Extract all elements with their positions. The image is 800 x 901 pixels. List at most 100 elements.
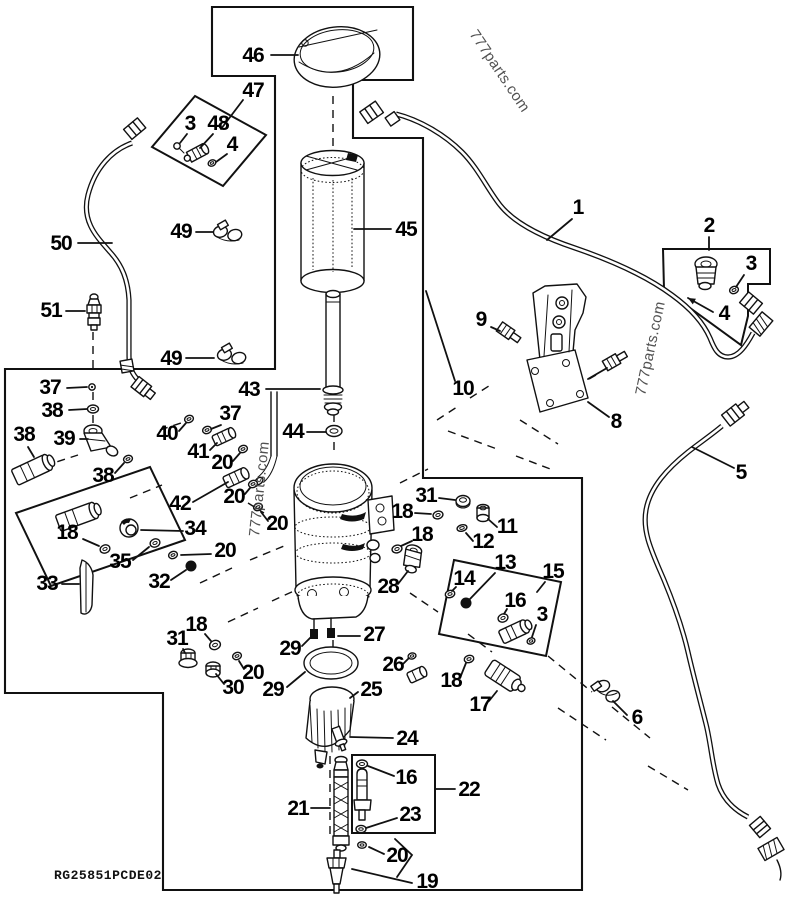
- part-38-barrel-kit: [55, 501, 102, 532]
- leader-line-38: [68, 408, 88, 411]
- callout-number-21: 21: [287, 797, 310, 820]
- drawing-reference-code: RG25851PCDE02: [54, 868, 162, 883]
- diagram-border-outline: [3, 5, 584, 892]
- callout-number-4: 4: [227, 133, 239, 156]
- callout-number-18: 18: [411, 523, 434, 546]
- leader-line-8: [587, 401, 610, 418]
- part-9-bolt: [495, 321, 522, 344]
- part-37-pin: [88, 383, 96, 391]
- filter-head-assembly: [254, 391, 395, 639]
- part-19-bleed-valve: [326, 849, 347, 894]
- leader-line-11: [487, 518, 498, 528]
- callout-number-29: 29: [262, 678, 284, 701]
- part-29-oring-large: [303, 646, 359, 680]
- callout-number-20: 20: [223, 485, 245, 508]
- part-20-oring-a: [237, 444, 249, 454]
- part-39-elbow: [83, 424, 119, 457]
- leader-line-18: [204, 633, 212, 642]
- part-20-oring-b: [247, 479, 259, 489]
- leader-line-4: [215, 153, 228, 163]
- leader-line-20: [180, 553, 212, 556]
- part-6-hose-clamp: [590, 679, 621, 703]
- callout-number-20: 20: [386, 844, 408, 867]
- watermark-text-0: 777parts.com: [466, 27, 534, 116]
- part-18-oring-c: [432, 510, 444, 520]
- callout-number-26: 26: [382, 653, 404, 676]
- callout-number-3: 3: [537, 603, 548, 626]
- part-31-nut-left: [178, 648, 198, 669]
- callout-number-41: 41: [187, 440, 210, 463]
- leader-line-31: [182, 648, 186, 654]
- callout-number-30: 30: [222, 676, 244, 699]
- callout-number-43: 43: [238, 378, 260, 401]
- leader-line-25: [349, 691, 359, 699]
- part-3-oring-kit15: [526, 637, 536, 645]
- callout-number-44: 44: [282, 420, 305, 443]
- part-49-clamp-lower: [216, 342, 247, 365]
- callout-number-13: 13: [494, 551, 516, 574]
- leader-line-18: [400, 540, 413, 547]
- callout-number-18: 18: [56, 521, 79, 544]
- part-38-barrel-left: [11, 453, 56, 486]
- callout-number-23: 23: [399, 803, 421, 826]
- part-18-oring-kit: [99, 544, 111, 554]
- leader-line-1: [546, 218, 573, 241]
- part-20-oring-c: [252, 502, 264, 512]
- callout-number-31: 31: [166, 627, 189, 650]
- callout-number-40: 40: [156, 422, 178, 445]
- leader-line-18: [82, 538, 100, 547]
- leader-line-35: [132, 546, 150, 561]
- part-20-oring-f: [357, 841, 368, 849]
- part-51-fitting: [86, 293, 102, 331]
- leader-line-6: [612, 700, 628, 716]
- callout-number-38: 38: [41, 399, 64, 422]
- callout-number-18: 18: [391, 500, 414, 523]
- callout-number-20: 20: [214, 539, 236, 562]
- leader-line-12: [465, 532, 474, 542]
- leader-arrowhead: [688, 298, 696, 305]
- leader-line-9: [490, 326, 501, 332]
- callout-number-50: 50: [50, 232, 72, 255]
- callout-number-14: 14: [453, 567, 476, 590]
- callout-number-29: 29: [279, 637, 301, 660]
- callout-number-38: 38: [13, 423, 36, 446]
- leader-line-17: [488, 690, 498, 702]
- part-30-nut: [205, 661, 221, 678]
- callout-number-10: 10: [452, 377, 474, 400]
- callout-number-3: 3: [185, 112, 196, 135]
- part-3-oring-right: [728, 285, 740, 295]
- part-35-oring: [149, 538, 161, 548]
- callout-number-31: 31: [415, 484, 438, 507]
- bracket-bolt: [601, 350, 629, 372]
- callout-number-27: 27: [363, 623, 385, 646]
- part-20-oring-e: [231, 651, 243, 661]
- callout-number-37: 37: [219, 402, 241, 425]
- part-28-elbow: [402, 544, 423, 574]
- callout-number-20: 20: [242, 661, 264, 684]
- callout-number-48: 48: [207, 112, 230, 135]
- leader-line-19: [351, 868, 413, 884]
- callout-number-37: 37: [39, 376, 61, 399]
- part-4-oring-kit47: [207, 159, 217, 167]
- part-17-sender: [484, 659, 526, 693]
- leader-line-23: [365, 817, 398, 829]
- callout-number-33: 33: [36, 572, 58, 595]
- part-31-grommet: [455, 494, 471, 509]
- kit-box-22: [351, 754, 436, 834]
- callout-number-51: 51: [40, 299, 63, 322]
- part-16-oring-box22: [355, 759, 369, 769]
- part-26-oring: [407, 652, 417, 660]
- callout-number-17: 17: [469, 693, 491, 716]
- part-18-oring-left: [208, 639, 222, 651]
- callout-number-24: 24: [396, 727, 419, 750]
- part-49-clamp-upper: [212, 219, 243, 242]
- part-16-oring-kit15: [497, 613, 509, 623]
- part-3-screw-kit47: [173, 142, 185, 154]
- part-41-nipple: [211, 426, 237, 447]
- valve-stem-assembly: [353, 768, 372, 821]
- part-42-fitting: [222, 467, 250, 489]
- part-20-oring-d: [167, 550, 179, 560]
- part-12-washer: [456, 523, 468, 533]
